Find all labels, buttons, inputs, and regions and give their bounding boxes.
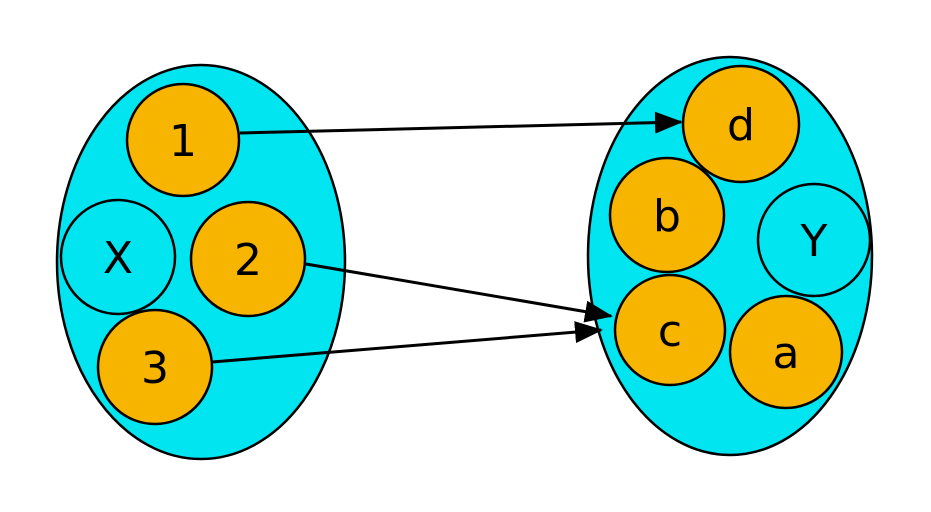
node-y: Y <box>756 182 872 298</box>
node-2: 2 <box>189 200 307 318</box>
arrow-2-to-c <box>305 262 613 323</box>
node-3-label: 3 <box>141 343 169 394</box>
node-d-circle <box>681 64 801 184</box>
node-2-label: 2 <box>234 235 262 286</box>
node-a-label: a <box>773 328 800 379</box>
node-y-label: Y <box>800 216 828 267</box>
node-3: 3 <box>96 308 214 426</box>
node-x: X <box>59 198 177 316</box>
node-c-circle <box>613 273 727 387</box>
node-x-circle <box>59 198 177 316</box>
node-1-label: 1 <box>169 116 197 167</box>
arrow-1-to-d <box>239 111 683 135</box>
node-3-circle <box>96 308 214 426</box>
arrow-3-to-c <box>211 321 603 364</box>
node-x-label: X <box>103 233 133 284</box>
node-y-circle <box>756 182 872 298</box>
node-1-circle <box>125 82 241 198</box>
node-d: d <box>681 64 801 184</box>
node-a-circle <box>728 294 844 410</box>
node-a: a <box>728 294 844 410</box>
node-b-circle <box>608 156 726 274</box>
node-1: 1 <box>125 82 241 198</box>
node-2-circle <box>189 200 307 318</box>
node-c-label: c <box>658 306 682 357</box>
node-d-label: d <box>727 100 755 151</box>
node-b: b <box>608 156 726 274</box>
node-b-label: b <box>653 191 681 242</box>
node-c: c <box>613 273 727 387</box>
